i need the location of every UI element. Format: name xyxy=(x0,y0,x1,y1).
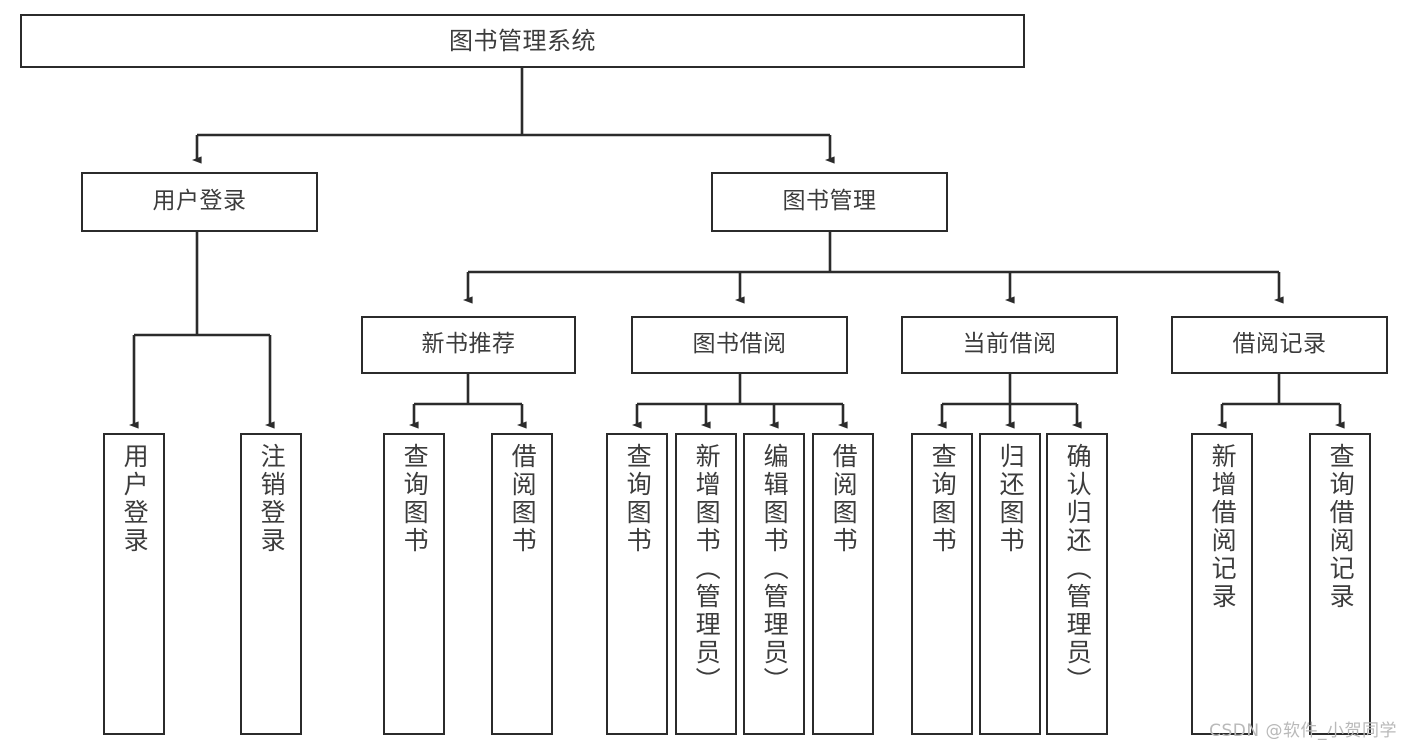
node-label: 新增借阅记录 xyxy=(1208,443,1238,611)
node-label: 用户登录 xyxy=(152,188,247,215)
node-book-borrow[interactable]: 图书借阅 xyxy=(631,316,848,374)
leaf-borrow-book-1[interactable]: 借阅图书 xyxy=(491,433,553,735)
leaf-query-book-3[interactable]: 查询图书 xyxy=(911,433,973,735)
leaf-edit-book[interactable]: 编辑图书（管理员） xyxy=(743,433,805,735)
node-label: 图书借阅 xyxy=(692,331,787,358)
leaf-add-borrow-record[interactable]: 新增借阅记录 xyxy=(1191,433,1253,735)
leaf-query-book-2[interactable]: 查询图书 xyxy=(606,433,668,735)
node-user-login[interactable]: 用户登录 xyxy=(81,172,318,232)
node-label: 借阅图书 xyxy=(829,443,859,555)
node-label: 查询图书 xyxy=(400,443,430,555)
node-new-book-recommendation[interactable]: 新书推荐 xyxy=(361,316,576,374)
leaf-user-login[interactable]: 用户登录 xyxy=(103,433,165,735)
node-label: 查询图书 xyxy=(928,443,958,555)
node-label: 用户登录 xyxy=(120,443,150,555)
node-label: 确认归还（管理员） xyxy=(1063,443,1093,695)
leaf-add-book[interactable]: 新增图书（管理员） xyxy=(675,433,737,735)
leaf-return-book[interactable]: 归还图书 xyxy=(979,433,1041,735)
node-label: 借阅图书 xyxy=(508,443,538,555)
node-root-book-management-system[interactable]: 图书管理系统 xyxy=(20,14,1025,68)
node-label: 编辑图书（管理员） xyxy=(760,443,790,695)
node-label: 图书管理 xyxy=(782,188,877,215)
node-label: 图书管理系统 xyxy=(449,26,596,55)
node-label: 查询图书 xyxy=(623,443,653,555)
leaf-query-book-1[interactable]: 查询图书 xyxy=(383,433,445,735)
node-current-borrow[interactable]: 当前借阅 xyxy=(901,316,1118,374)
node-label: 新增图书（管理员） xyxy=(692,443,722,695)
node-label: 新书推荐 xyxy=(421,331,516,358)
node-label: 借阅记录 xyxy=(1232,331,1327,358)
node-label: 当前借阅 xyxy=(962,331,1057,358)
leaf-query-borrow-record[interactable]: 查询借阅记录 xyxy=(1309,433,1371,735)
node-label: 注销登录 xyxy=(257,443,287,555)
node-borrow-record[interactable]: 借阅记录 xyxy=(1171,316,1388,374)
node-label: 查询借阅记录 xyxy=(1326,443,1356,611)
csdn-watermark: CSDN @软件_小贺同学 xyxy=(1209,721,1397,741)
leaf-borrow-book-2[interactable]: 借阅图书 xyxy=(812,433,874,735)
node-book-management[interactable]: 图书管理 xyxy=(711,172,948,232)
leaf-confirm-return[interactable]: 确认归还（管理员） xyxy=(1046,433,1108,735)
node-label: 归还图书 xyxy=(996,443,1026,555)
leaf-logout[interactable]: 注销登录 xyxy=(240,433,302,735)
